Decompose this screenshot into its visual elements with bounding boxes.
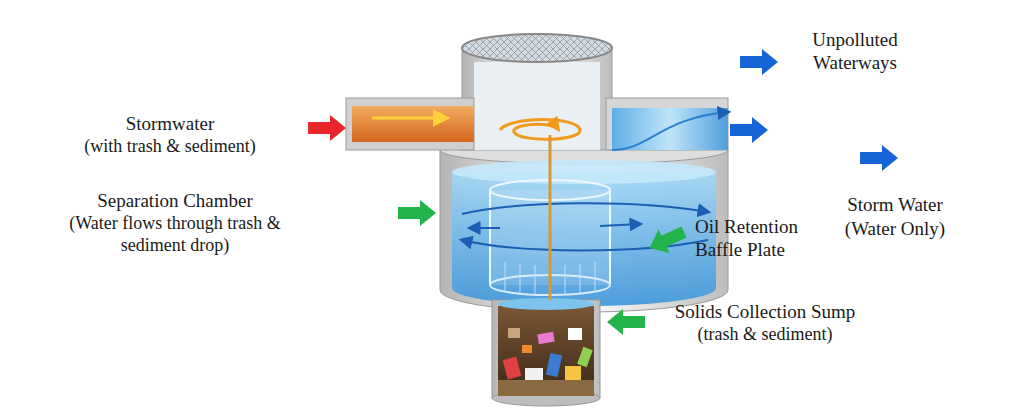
sump-wall	[492, 300, 600, 398]
outflow-arrow	[730, 117, 768, 143]
sump-interior	[498, 306, 594, 396]
swirl-flow	[500, 120, 580, 140]
water-surface	[452, 160, 716, 184]
sediment	[498, 380, 594, 396]
flow-arrow	[462, 203, 708, 214]
center-rod	[549, 135, 552, 300]
outflow-arrow	[860, 145, 898, 171]
outlet-water	[612, 108, 728, 150]
baffle-wall	[489, 190, 491, 285]
flow-arrow	[470, 227, 500, 229]
pointer-arrow	[398, 200, 436, 226]
riser-interior	[474, 62, 600, 150]
chamber-water	[452, 172, 716, 306]
outlet-flow	[612, 112, 728, 150]
outlet-pipe	[606, 98, 728, 150]
callout-label: Stormwater	[40, 112, 300, 135]
callout-label: (Water Only)	[820, 217, 970, 240]
center-rod	[549, 135, 552, 150]
callout-label: Separation Chamber	[25, 189, 325, 212]
inlet-pipe	[346, 98, 474, 150]
pointer-arrow	[644, 220, 689, 260]
trash-debris	[503, 328, 593, 380]
riser-wall	[462, 48, 612, 150]
callout-label: Oil Retention Baffle Plate	[695, 215, 820, 261]
sump-opening	[498, 298, 594, 310]
flow-arrow	[600, 224, 640, 226]
callout-label: (Water flows through trash & sediment dr…	[55, 213, 295, 257]
callout-label: Unpolluted Waterways	[800, 28, 910, 74]
callout-label: Solids Collection Sump	[635, 300, 895, 323]
outflow-arrow	[740, 49, 778, 75]
callout-label: (trash & sediment)	[635, 324, 895, 346]
callout-label: (with trash & sediment)	[40, 136, 300, 158]
grate-cover	[462, 34, 612, 62]
inlet-flow-arrow	[372, 117, 446, 120]
inflow-arrow	[308, 115, 346, 141]
pointer-arrow	[607, 309, 645, 335]
callout-label: Storm Water	[820, 193, 970, 216]
chamber-shell	[440, 150, 728, 312]
inlet-flow	[352, 106, 474, 142]
